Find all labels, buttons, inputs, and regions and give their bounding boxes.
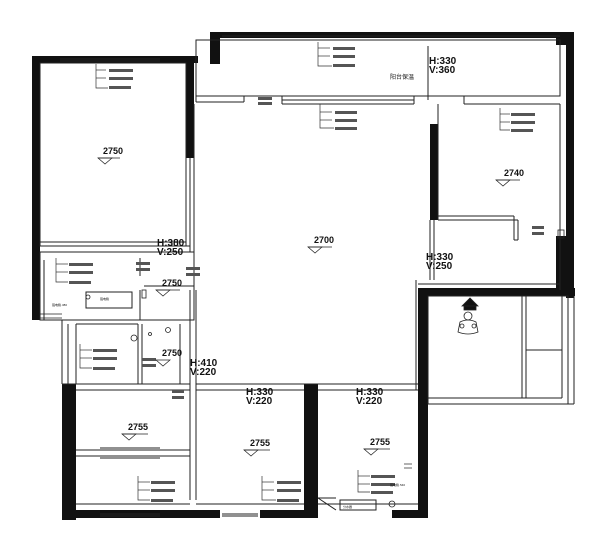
threshold-marks (40, 313, 412, 469)
left-small-label: 强电箱·380 (52, 302, 67, 307)
height-mark-v: V:250 (157, 247, 184, 258)
height-mark-v: V:360 (429, 65, 456, 76)
height-mark-v: V:220 (190, 367, 217, 378)
annotation-text-bars (69, 47, 544, 502)
height-marks: H:330 V:360 H:380 V:250 H:330 V:250 H:41… (157, 56, 457, 407)
room-level-bedroom-bottom-mid: 2755 (250, 438, 270, 448)
room-levels: 2750 2700 2740 2750 2750 2755 2755 2755 (97, 146, 524, 457)
height-mark-v: V:220 (356, 396, 383, 407)
fixtures (85, 229, 565, 508)
height-mark-v: V:220 (246, 396, 273, 407)
height-mark-h: H:330 (426, 252, 454, 263)
height-mark-h: H:330 (356, 387, 384, 398)
room-level-bedroom-left: 2750 (103, 146, 123, 156)
room-level-bath-bottom-right: 2755 (370, 437, 390, 447)
height-mark-v: V:250 (426, 261, 453, 272)
height-mark-h: H:410 (190, 358, 218, 369)
exterior-walls (32, 32, 575, 520)
room-level-corridor-upper: 2750 (162, 278, 182, 288)
height-mark-h: H:330 (429, 56, 457, 67)
height-mark-h: H:380 (157, 238, 185, 249)
annotation-boxes (55, 42, 510, 501)
switch-label: 分水器 (343, 504, 352, 509)
right-small-label: 强电箱·540 (390, 482, 405, 487)
room-level-bedroom-bottom-left: 2755 (128, 422, 148, 432)
balcony-label: 阳台保温 (390, 73, 414, 81)
room-level-living: 2700 (314, 235, 334, 245)
room-level-corridor-lower: 2750 (162, 348, 182, 358)
interior-walls (39, 35, 575, 517)
height-mark-h: H:330 (246, 387, 274, 398)
room-level-bedroom-right: 2740 (504, 168, 524, 178)
box-label: 强电箱 (100, 296, 109, 301)
